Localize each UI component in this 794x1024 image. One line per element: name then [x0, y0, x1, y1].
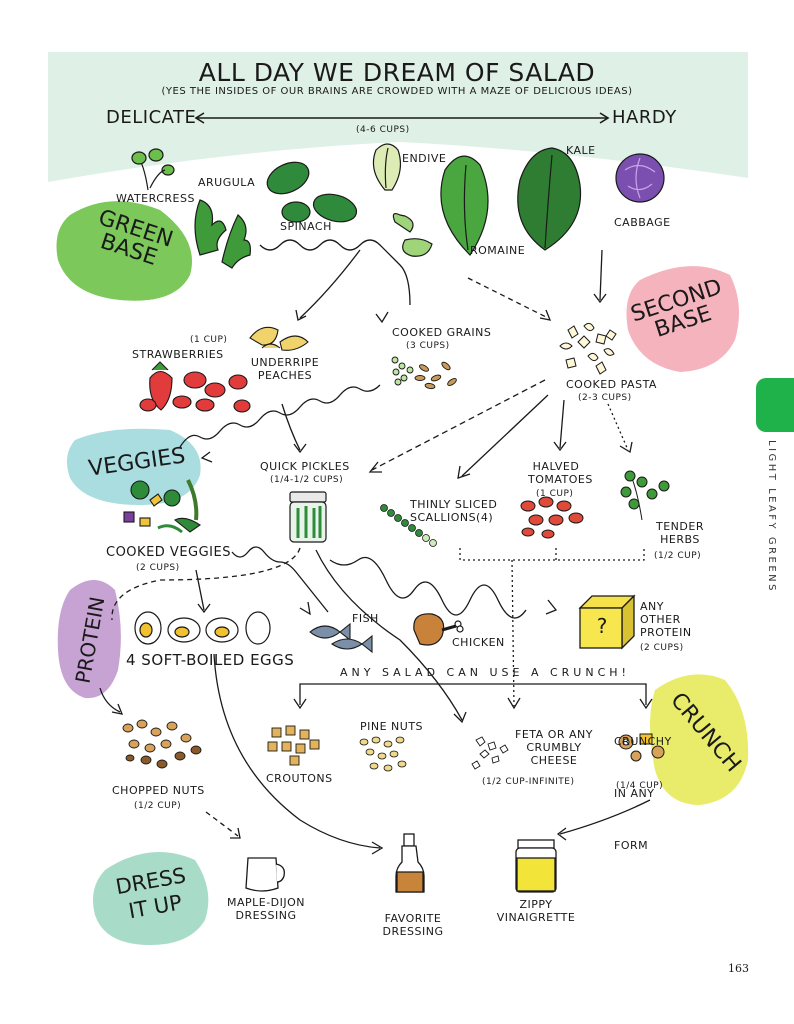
cooked-veggies-label: COOKED VEGGIES — [106, 545, 231, 560]
nuts-label: CHOPPED NUTS — [112, 784, 205, 797]
crunchy-amount: (1/4 CUP) — [616, 781, 664, 791]
kale-icon — [517, 147, 582, 251]
green-base-blob — [56, 201, 192, 301]
scale-left-label: DELICATE — [106, 107, 197, 128]
cooked-veggies-icon — [123, 479, 201, 534]
tomatoes-amount: (1 CUP) — [536, 489, 574, 499]
tomatoes-label: HALVED TOMATOES — [528, 460, 593, 486]
romaine-label: ROMAINE — [470, 244, 526, 257]
pickles-jar-icon — [289, 491, 327, 543]
fruit-amount: (1 CUP) — [190, 335, 228, 345]
page-subtitle: (YES THE INSIDES OF OUR BRAINS ARE CROWD… — [161, 86, 633, 97]
chicken-label: CHICKEN — [452, 636, 505, 649]
cabbage-label: CABBAGE — [614, 216, 671, 229]
spinach-icon — [266, 161, 358, 223]
arugula-icon — [194, 199, 251, 269]
chapter-side-label: LIGHT LEAFY GREENS — [766, 440, 777, 594]
veggies-blob — [66, 428, 201, 505]
herbs-icon — [620, 470, 670, 521]
watercress-icon — [131, 148, 175, 191]
mystery-box-icon — [578, 594, 636, 650]
feta-icon — [471, 736, 509, 770]
grains-amount: (3 CUPS) — [406, 341, 450, 351]
greens-amount: (4-6 CUPS) — [356, 125, 410, 135]
pasta-label: COOKED PASTA — [566, 378, 657, 391]
crunchy-label: CRUNCHY IN ANY FORM — [614, 735, 672, 852]
pickles-amount: (1/4-1/2 CUPS) — [270, 475, 344, 485]
delicate-hardy-arrow — [194, 112, 610, 124]
pasta-icon — [559, 322, 617, 375]
page-number: 163 — [728, 962, 749, 975]
eggs-icon — [134, 611, 271, 645]
other-protein-label: ANY OTHER PROTEIN — [640, 600, 692, 639]
pine-nuts-icon — [359, 736, 407, 772]
maple-dijon-jar-icon — [245, 857, 285, 892]
feta-amount: (1/2 CUP-INFINITE) — [482, 777, 575, 787]
second-base-blob — [626, 266, 739, 372]
grains-icon — [391, 356, 457, 390]
tomatoes-icon — [520, 496, 584, 539]
nuts-amount: (1/2 CUP) — [134, 801, 182, 811]
other-protein-amount: (2 CUPS) — [640, 643, 684, 653]
feta-label: FETA OR ANY CRUMBLY CHEESE — [515, 728, 593, 767]
scale-right-label: HARDY — [612, 107, 677, 128]
croutons-icon — [267, 725, 320, 766]
chapter-tab — [756, 378, 794, 432]
romaine-icon — [440, 155, 489, 256]
nuts-icon — [122, 719, 202, 769]
strawberries-icon — [139, 361, 251, 413]
favorite-dressing-label: FAVORITE DRESSING — [382, 912, 444, 938]
crunchy-icon — [618, 733, 665, 762]
endive-label: ENDIVE — [402, 152, 447, 165]
fish-label: FISH — [352, 612, 379, 625]
scallions-icon — [380, 504, 437, 547]
pasta-amount: (2-3 CUPS) — [578, 393, 632, 403]
pickles-label: QUICK PICKLES — [260, 460, 350, 473]
fish-icon — [309, 622, 373, 654]
endive-icon — [372, 143, 433, 257]
maple-dijon-label: MAPLE-DIJON DRESSING — [226, 896, 306, 922]
cabbage-icon — [615, 153, 665, 203]
favorite-dressing-bottle-icon — [395, 833, 425, 893]
pine-nuts-label: PINE NUTS — [360, 720, 424, 733]
chicken-icon — [413, 613, 464, 646]
protein-blob — [57, 580, 121, 699]
spinach-label: SPINACH — [280, 220, 332, 233]
kale-label: KALE — [566, 144, 596, 157]
header-band — [48, 52, 748, 182]
flow-arrows — [99, 239, 653, 855]
arugula-label: ARUGULA — [198, 176, 256, 189]
dress-blob — [92, 852, 209, 945]
strawberries-label: STRAWBERRIES — [132, 348, 224, 361]
zippy-vinaigrette-label: ZIPPY VINAIGRETTE — [496, 898, 576, 924]
peaches-icon — [249, 326, 309, 351]
cooked-veggies-amount: (2 CUPS) — [136, 563, 180, 573]
watercress-label: WATERCRESS — [116, 192, 195, 205]
herbs-amount: (1/2 CUP) — [654, 551, 702, 561]
page-title: ALL DAY WE DREAM OF SALAD — [198, 58, 596, 87]
herbs-label: TENDER HERBS — [656, 520, 704, 546]
crunch-banner: ANY SALAD CAN USE A CRUNCH! — [340, 666, 630, 679]
crunch-blob — [650, 674, 749, 805]
zippy-vinaigrette-jar-icon — [515, 839, 557, 893]
eggs-label: 4 SOFT-BOILED EGGS — [126, 651, 295, 669]
grains-label: COOKED GRAINS — [392, 326, 492, 339]
scallions-label: THINLY SLICED SCALLIONS(4) — [410, 498, 498, 524]
croutons-label: CROUTONS — [266, 772, 333, 785]
mystery-question-mark: ? — [596, 614, 608, 638]
peaches-label: UNDERRIPE PEACHES — [250, 356, 320, 382]
